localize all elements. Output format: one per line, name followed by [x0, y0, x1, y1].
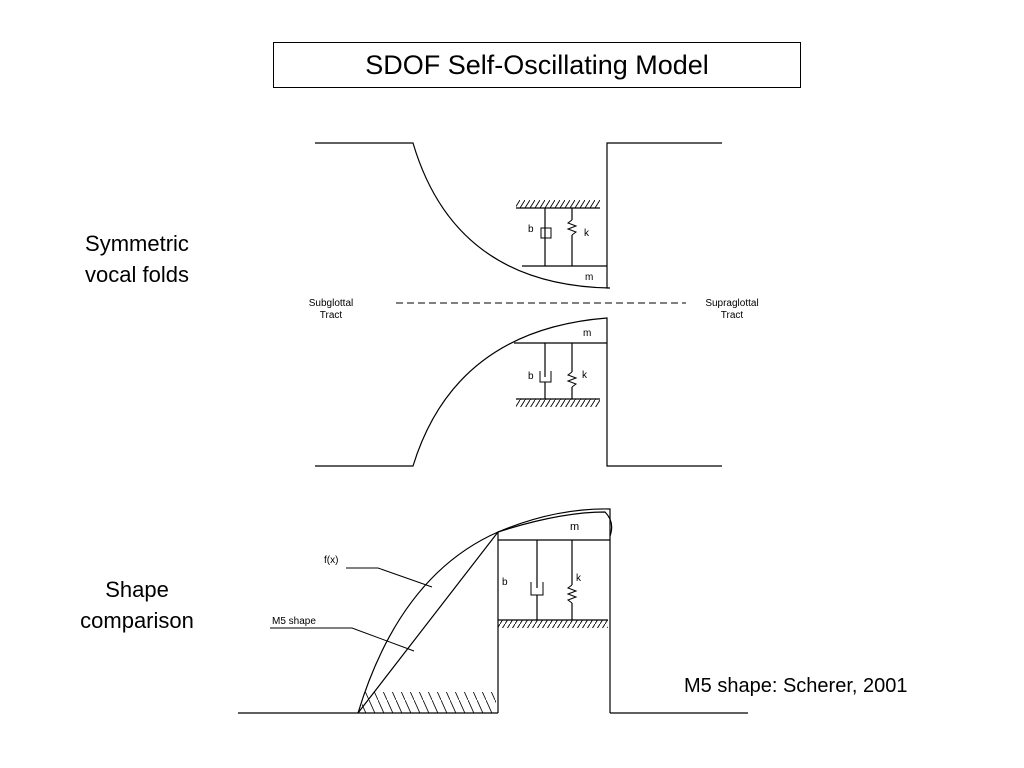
tract-labels: Subglottal Tract Supraglottal Tract — [309, 298, 759, 321]
page-title: SDOF Self-Oscillating Model — [273, 42, 801, 88]
lower-tract-wall — [315, 317, 722, 467]
label-line-1: Shape — [105, 577, 169, 602]
lower-labels: b k m — [528, 328, 591, 382]
lower-vocal-fold — [315, 317, 722, 467]
shape-comparison-diagram — [238, 508, 748, 714]
lower-mass-label: m — [583, 328, 591, 339]
upper-damper-label: b — [528, 224, 534, 235]
bottom-spring-label: k — [576, 573, 582, 584]
upper-mass-label: m — [585, 272, 593, 283]
lower-spring-label: k — [582, 370, 588, 381]
inner-ground-hatch — [498, 620, 608, 628]
bottom-mass-label: m — [570, 521, 579, 533]
label-line-1: Symmetric — [85, 231, 189, 256]
upper-ground-hatch — [516, 200, 600, 208]
lower-spring-coil — [566, 371, 578, 388]
upper-spring-coil — [566, 219, 578, 236]
supraglottal-label-2: Tract — [721, 310, 744, 321]
subglottal-label-2: Tract — [320, 310, 343, 321]
lower-ground-hatch — [516, 399, 600, 407]
bottom-spring-coil — [566, 584, 578, 604]
fx-leader-line — [346, 567, 433, 588]
shape-comparison-label: Shape comparison — [62, 574, 212, 636]
upper-labels: b k m — [528, 224, 593, 283]
fx-label: f(x) — [324, 555, 338, 566]
base-hatch — [362, 692, 496, 713]
supraglottal-label-1: Supraglottal — [705, 298, 758, 309]
bottom-labels: f(x) M5 shape b k m — [272, 521, 582, 627]
bottom-damper-label: b — [502, 577, 508, 588]
label-line-2: comparison — [80, 608, 194, 633]
lower-damper-label: b — [528, 371, 534, 382]
citation-text: M5 shape: Scherer, 2001 — [684, 675, 908, 697]
fx-curve — [357, 508, 611, 714]
label-line-2: vocal folds — [85, 262, 189, 287]
m5-shape-label: M5 shape — [272, 616, 316, 627]
upper-vocal-fold — [315, 142, 722, 289]
upper-damper-body — [540, 227, 552, 239]
m5-leader-line — [270, 627, 415, 652]
symmetric-vocal-folds-label: Symmetric vocal folds — [62, 228, 212, 290]
upper-tract-wall — [315, 142, 722, 289]
subglottal-label-1: Subglottal — [309, 298, 353, 309]
m5-shape-curve — [357, 511, 613, 714]
upper-spring-label: k — [584, 228, 590, 239]
